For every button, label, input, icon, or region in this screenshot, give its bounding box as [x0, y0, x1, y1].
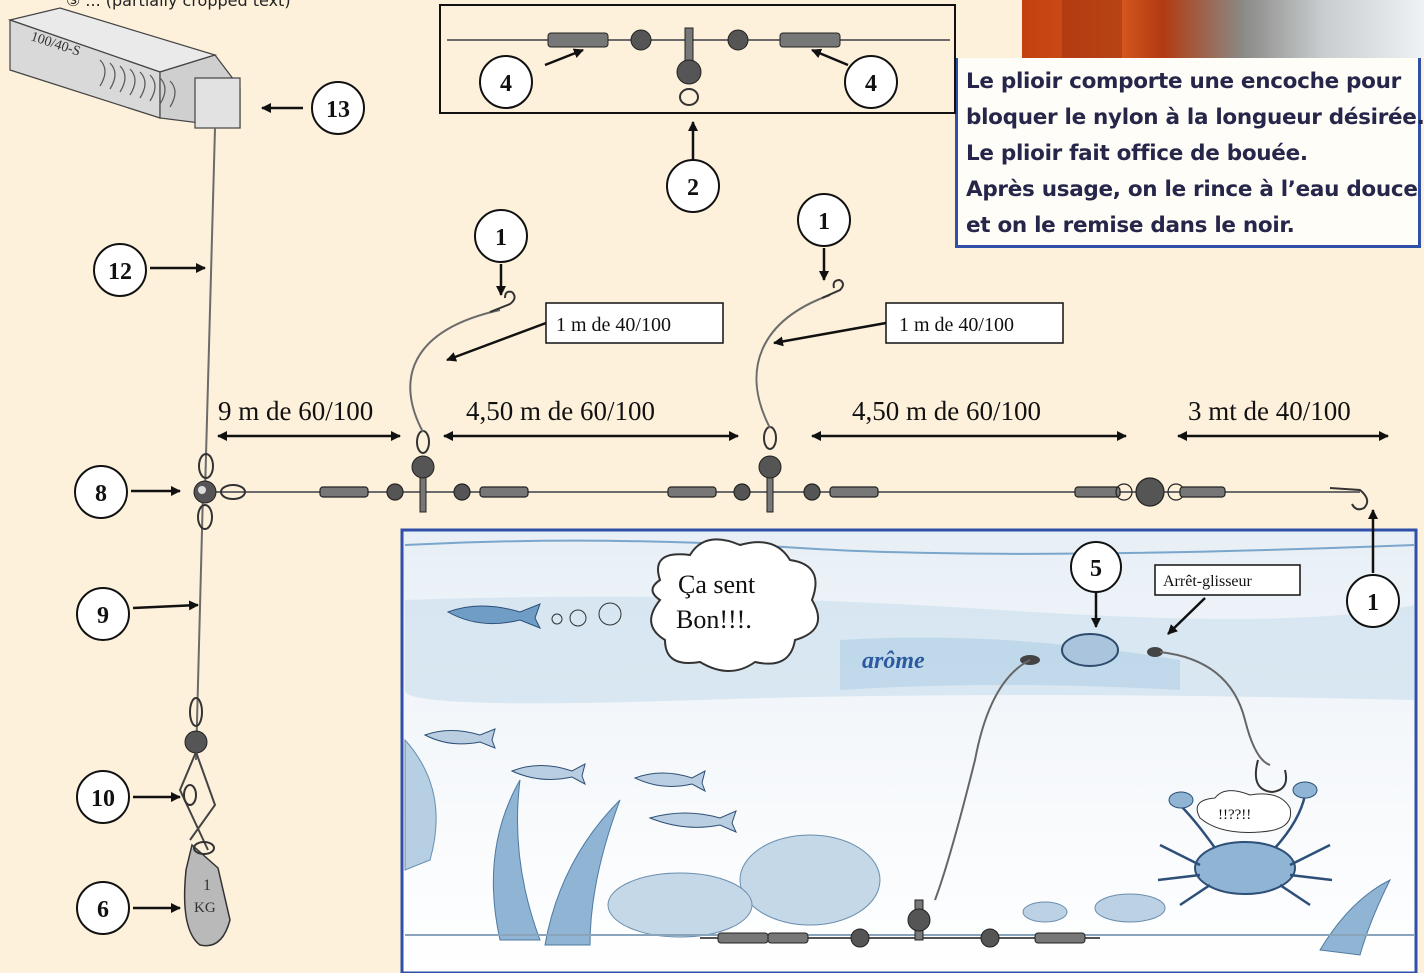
branch-2: [755, 279, 844, 513]
weight-label-1: 1: [203, 877, 211, 894]
callout-1a: 1: [495, 225, 507, 251]
snood-box-b: [885, 302, 1064, 344]
crab-bubble-text: !!??!!: [1218, 807, 1251, 823]
sinker-assembly: 1 KG: [178, 697, 231, 947]
anchor-line: [195, 491, 204, 761]
weight-label-2: KG: [194, 900, 216, 916]
crab: !!??!!: [1157, 781, 1333, 907]
swivel-detail-inset: [439, 4, 956, 114]
callout-1b: 1: [818, 209, 830, 235]
snood-box-a: [545, 302, 724, 344]
winder-note: Le plioir comporte une encoche pour bloq…: [955, 58, 1424, 248]
end-hook: [1329, 487, 1369, 511]
segment-3-label: 4,50 m de 60/100: [852, 396, 1041, 426]
note-line-3: Le plioir fait office de bouée.: [966, 141, 1308, 166]
callouts: 13 12 8 9 10 6 4 4 2 1 1: [74, 55, 898, 935]
callout-2: 2: [687, 175, 699, 201]
callout-12: 12: [108, 259, 132, 285]
arret-box: [1154, 564, 1301, 596]
callout-8: 8: [95, 481, 107, 507]
note-line-4: Après usage, on le rince à l’eau douce: [966, 177, 1418, 202]
photo-strip: [1022, 0, 1424, 58]
note-line-5: et on le remise dans le noir.: [966, 213, 1295, 238]
branch-1: [409, 290, 516, 513]
segment-2-label: 4,50 m de 60/100: [466, 396, 655, 426]
winder-line: [204, 127, 216, 493]
callout-9: 9: [97, 603, 109, 629]
tri-swivel: [193, 453, 246, 530]
line-winder: 100/40-S: [7, 7, 241, 129]
arret-label: Arrêt-glisseur: [1163, 573, 1253, 590]
bubble-text-2: Bon!!!.: [676, 605, 752, 634]
note-line-2: bloquer le nylon à la longueur désirée.: [966, 105, 1424, 130]
segment-1-label: 9 m de 60/100: [218, 396, 373, 426]
callout-5: 5: [1090, 556, 1102, 582]
callout-13: 13: [326, 97, 350, 123]
aroma-label: arôme: [862, 648, 925, 674]
callout-1c: 1: [1367, 590, 1379, 616]
header-fragment: ③ ... (partially cropped text): [66, 0, 291, 10]
segment-4-label: 3 mt de 40/100: [1188, 396, 1351, 426]
callout-4-right: 4: [865, 71, 877, 97]
line-components: [319, 477, 1226, 507]
photo-shadow: [1062, 0, 1122, 58]
snood-label-a: 1 m de 40/100: [556, 314, 671, 336]
bubble-text-1: Ça sent: [678, 570, 756, 599]
snood-label-b: 1 m de 40/100: [899, 314, 1014, 336]
callout-4-left: 4: [500, 71, 512, 97]
underwater-scene: Ça sent Bon!!!. arôme !!??!!: [400, 528, 1418, 973]
callout-10: 10: [91, 786, 115, 812]
note-line-1: Le plioir comporte une encoche pour: [966, 69, 1401, 94]
callout-6: 6: [97, 897, 109, 923]
